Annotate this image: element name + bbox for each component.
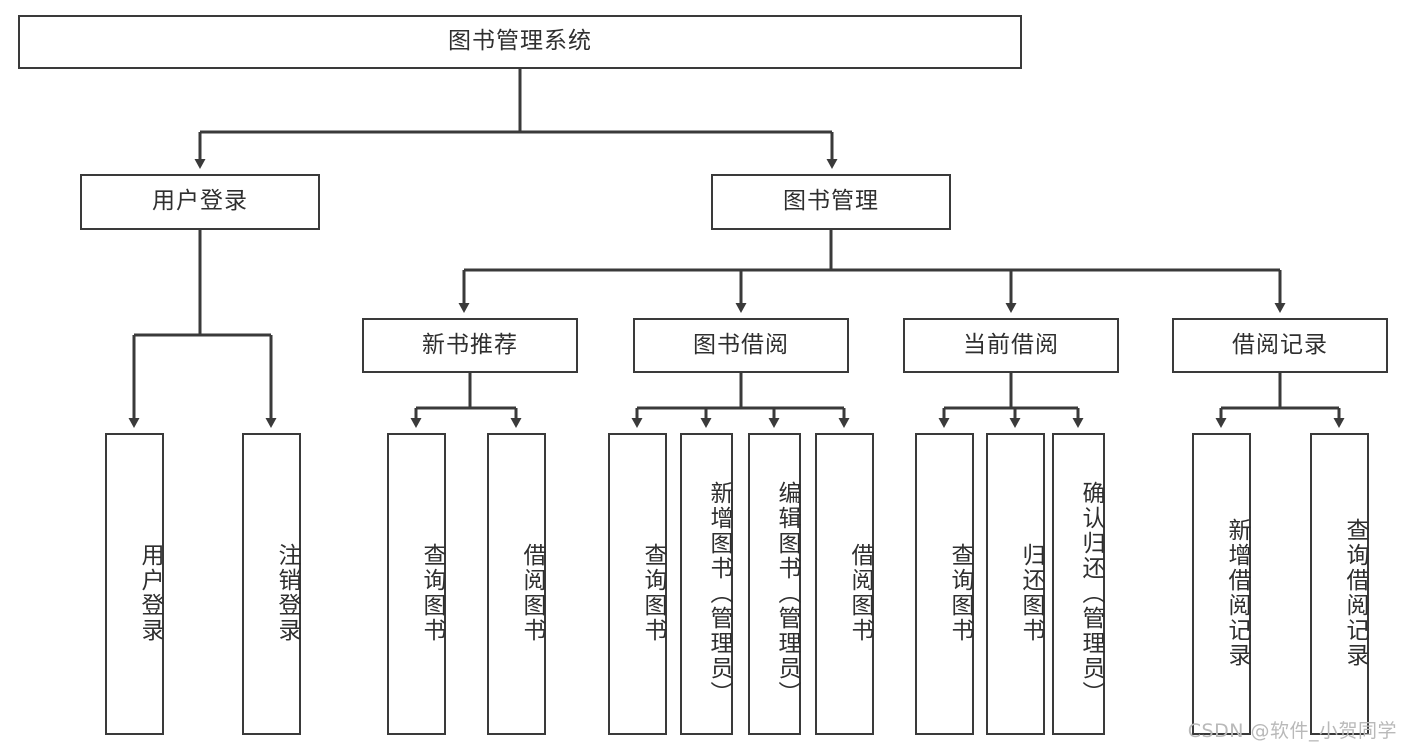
node-leaf-query-book-borrow[interactable]: 查询图书 (608, 433, 667, 735)
node-leaf-borrow-book-borrow[interactable]: 借阅图书 (815, 433, 874, 735)
node-leaf-query-book-recommend[interactable]: 查询图书 (387, 433, 446, 735)
node-leaf-add-borrow-record-label: 新增借阅记录 (1224, 518, 1250, 668)
node-new-book-recommend[interactable]: 新书推荐 (362, 318, 578, 373)
node-book-management-label: 图书管理 (783, 188, 879, 215)
watermark-text: CSDN @软件_小贺同学 (1187, 720, 1397, 742)
node-leaf-user-logout-label: 注销登录 (274, 543, 300, 643)
node-leaf-add-book-admin[interactable]: 新增图书（管理员） (680, 433, 733, 735)
node-leaf-query-borrow-record-label: 查询借阅记录 (1342, 518, 1368, 668)
node-leaf-query-borrow-record[interactable]: 查询借阅记录 (1310, 433, 1369, 735)
node-leaf-query-book-current[interactable]: 查询图书 (915, 433, 974, 735)
node-leaf-user-logout[interactable]: 注销登录 (242, 433, 301, 735)
node-leaf-borrow-book-recommend[interactable]: 借阅图书 (487, 433, 546, 735)
node-leaf-edit-book-admin-label: 编辑图书（管理员） (774, 480, 800, 706)
node-leaf-add-borrow-record[interactable]: 新增借阅记录 (1192, 433, 1251, 735)
node-current-borrow-label: 当前借阅 (963, 331, 1059, 358)
node-book-borrow[interactable]: 图书借阅 (633, 318, 849, 373)
node-leaf-user-login[interactable]: 用户登录 (105, 433, 164, 735)
node-leaf-query-book-borrow-label: 查询图书 (640, 543, 666, 643)
node-leaf-edit-book-admin[interactable]: 编辑图书（管理员） (748, 433, 801, 735)
node-leaf-confirm-return-admin-label: 确认归还（管理员） (1078, 480, 1104, 706)
node-leaf-query-book-current-label: 查询图书 (947, 543, 973, 643)
node-leaf-user-login-label: 用户登录 (137, 543, 163, 643)
node-leaf-query-book-recommend-label: 查询图书 (419, 543, 445, 643)
node-leaf-confirm-return-admin[interactable]: 确认归还（管理员） (1052, 433, 1105, 735)
node-book-borrow-label: 图书借阅 (693, 331, 789, 358)
node-leaf-return-book[interactable]: 归还图书 (986, 433, 1045, 735)
node-book-management[interactable]: 图书管理 (711, 174, 951, 230)
node-root-label: 图书管理系统 (448, 28, 592, 55)
node-leaf-borrow-book-borrow-label: 借阅图书 (847, 543, 873, 643)
node-user-login-label: 用户登录 (152, 188, 248, 215)
node-current-borrow[interactable]: 当前借阅 (903, 318, 1119, 373)
node-user-login[interactable]: 用户登录 (80, 174, 320, 230)
node-leaf-return-book-label: 归还图书 (1018, 543, 1044, 643)
node-leaf-add-book-admin-label: 新增图书（管理员） (706, 480, 732, 706)
node-root[interactable]: 图书管理系统 (18, 15, 1022, 69)
node-leaf-borrow-book-recommend-label: 借阅图书 (519, 543, 545, 643)
node-borrow-record-label: 借阅记录 (1232, 331, 1328, 358)
node-new-book-recommend-label: 新书推荐 (422, 331, 518, 358)
node-borrow-record[interactable]: 借阅记录 (1172, 318, 1388, 373)
